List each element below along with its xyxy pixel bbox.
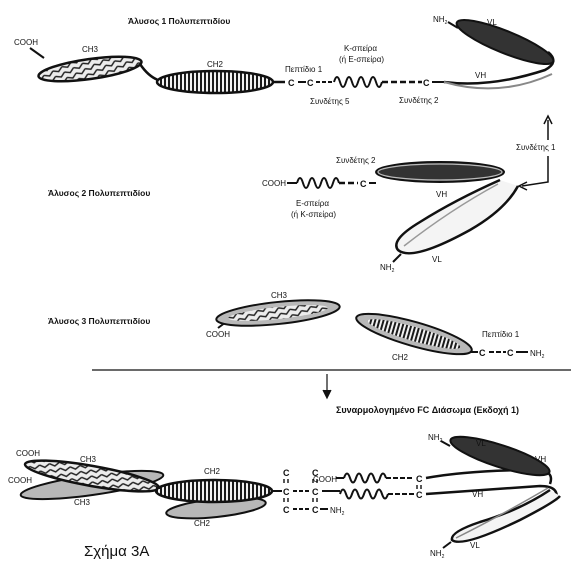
assembly-arrowhead (323, 390, 331, 398)
chain1-cooh-tail (30, 48, 44, 58)
asm-nh2-center: NH2 (330, 506, 345, 517)
assembled-title: Συναρμολογημένο FC Διάσωμα (Εκδοχή 1) (336, 405, 519, 415)
linker1-arrow-lower (522, 156, 548, 186)
asm-c-low-2: C (312, 505, 319, 515)
chain1-linker2-label: Συνδέτης 2 (399, 96, 439, 105)
chain3-nh2-label: NH2 (530, 349, 545, 360)
asm-cooh-left: COOH (8, 476, 32, 485)
chain1-c3: C (423, 78, 430, 88)
asm-k-coil (340, 490, 388, 499)
asm-ch2-label-top: CH2 (204, 467, 221, 476)
asm-c-low-1: C (283, 505, 290, 515)
chain1-nh2-label: NH2 (433, 15, 448, 26)
figure-caption: Σχήμα 3Α (84, 543, 149, 560)
chain1-linker5-label: Συνδέτης 5 (310, 97, 350, 106)
chain1-title: Άλυσος 1 Πολυπεπτιδίου (128, 16, 230, 26)
asm-c-mid-2: C (312, 487, 319, 497)
chain2-vl-label: VL (432, 255, 442, 264)
asm-vl-label-top: VL (476, 439, 486, 448)
chain2-ecoil-label-1: Ε-σπείρα (296, 199, 329, 208)
chain2-c: C (360, 179, 367, 189)
chain1-hinge (140, 64, 158, 80)
asm-cooh-top: COOH (16, 449, 40, 458)
chain3-cooh-label: COOH (206, 330, 230, 339)
asm-vl-label-bottom: VL (470, 541, 480, 550)
chain2-cooh-label: COOH (262, 179, 286, 188)
asm-nh2-top: NH2 (428, 433, 443, 444)
asm-ch3-label-top: CH3 (80, 455, 97, 464)
chain1-c1: C (288, 78, 295, 88)
peptide1-label: Πεπτίδιο 1 (285, 65, 323, 74)
chain3-peptide1-label: Πεπτίδιο 1 (482, 330, 520, 339)
asm-cooh-coil: COOH (313, 475, 337, 484)
chain1-cooh-label: COOH (14, 38, 38, 47)
chain1-k-coil (334, 77, 382, 87)
chain2-vl-loop (396, 180, 518, 253)
chain2-e-coil (297, 178, 339, 188)
chain3-group: Άλυσος 3 Πολυπεπτιδίου COOH CH3 CH2 C C … (48, 291, 545, 362)
chain2-vh-label: VH (436, 190, 447, 199)
asm-nh2-bottom-tail (443, 542, 451, 548)
chain1-c2: C (307, 78, 314, 88)
asm-nh2-top-tail (441, 441, 450, 446)
chain1-vh-label: VH (475, 71, 486, 80)
linker1-label: Συνδέτης 1 (516, 143, 556, 152)
chain1-kcoil-label-1: Κ-σπείρα (344, 44, 377, 53)
chain3-c2: C (507, 348, 514, 358)
chain2-group: Άλυσος 2 Πολυπεπτιδίου COOH Ε-σπείρα (ή … (48, 156, 518, 274)
chain2-vh-domain (376, 162, 504, 182)
chain3-title: Άλυσος 3 Πολυπεπτιδίου (48, 316, 150, 326)
asm-c-top-1: C (283, 468, 290, 478)
chain2-ecoil-label-2: (ή Κ-σπείρα) (291, 210, 336, 219)
chain3-c1: C (479, 348, 486, 358)
chain3-ch2-label: CH2 (392, 353, 409, 362)
chain1-ch2-domain (157, 71, 273, 93)
chain2-nh2-label: NH2 (380, 263, 395, 274)
chain1-ch3-label: CH3 (82, 45, 99, 54)
chain2-title: Άλυσος 2 Πολυπεπτιδίου (48, 188, 150, 198)
asm-c-mid-1: C (283, 487, 290, 497)
asm-c-right-2: C (416, 490, 423, 500)
chain1-kcoil-label-2: (ή Ε-σπείρα) (339, 55, 384, 64)
chain1-vl-label: VL (487, 18, 497, 27)
asm-nh2-bottom: NH2 (430, 549, 445, 560)
asm-vl-loop (452, 490, 560, 542)
chain2-nh2-tail (393, 254, 401, 262)
chain1-ch2-label: CH2 (207, 60, 224, 69)
asm-c-right-1: C (416, 474, 423, 484)
asm-e-coil (344, 474, 386, 483)
chain3-ch3-label: CH3 (271, 291, 288, 300)
asm-ch2-chain1 (156, 480, 272, 502)
asm-disulfide-right (417, 485, 421, 489)
asm-vh-label-lower: VH (472, 490, 483, 499)
chain2-linker2-label: Συνδέτης 2 (336, 156, 376, 165)
asm-ch3-label-bottom: CH3 (74, 498, 91, 507)
chain1-ch3-domain (37, 52, 143, 86)
chain1-vl-domain (453, 12, 558, 71)
assembled-group: COOH COOH CH3 CH3 CH2 CH2 C C C C C C NH… (8, 429, 560, 560)
asm-ch2-label-bottom: CH2 (194, 519, 211, 528)
